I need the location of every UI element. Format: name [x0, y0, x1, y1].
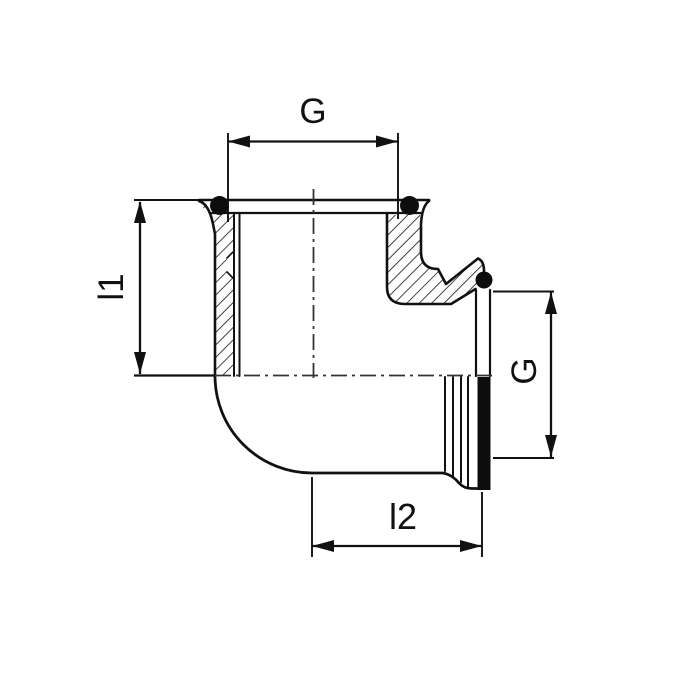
o-ring-marker-right-port [475, 271, 493, 289]
g-top-arrow-right [376, 135, 398, 148]
l1-arrow-top [134, 201, 146, 223]
g-top-arrow-left [228, 135, 250, 148]
g-right-arrow-bottom [545, 435, 557, 457]
g-top-label: G [299, 92, 326, 131]
o-ring-seals [210, 196, 493, 289]
o-ring-marker-top-right [400, 196, 419, 215]
g-right-label: G [505, 357, 544, 384]
section-hatching [201, 203, 483, 376]
hatch-left-wall [201, 203, 233, 376]
dimension-g-right: G [493, 290, 557, 459]
left-wall-notch [226, 251, 234, 279]
l2-arrow-right [460, 540, 482, 552]
left-wall-outer [197, 199, 217, 378]
gasket-face-bar [477, 377, 491, 490]
dimension-l1-left: l1 [92, 199, 215, 377]
l2-label: l2 [389, 496, 417, 537]
part-outline [197, 198, 492, 490]
centerlines [215, 189, 497, 378]
l1-label: l1 [92, 273, 131, 300]
l2-arrow-left [312, 540, 334, 552]
elbow-outer-arc [213, 374, 480, 490]
o-ring-marker-top-left [210, 196, 229, 215]
l1-arrow-bottom [134, 352, 146, 374]
dimension-l2-bottom: l2 [311, 477, 483, 557]
hatch-right-wall [388, 215, 483, 303]
right-wall-inner [385, 213, 477, 306]
right-wall-outer [419, 199, 486, 286]
g-right-arrow-top [545, 292, 557, 314]
dimension-g-top: G [227, 92, 399, 222]
